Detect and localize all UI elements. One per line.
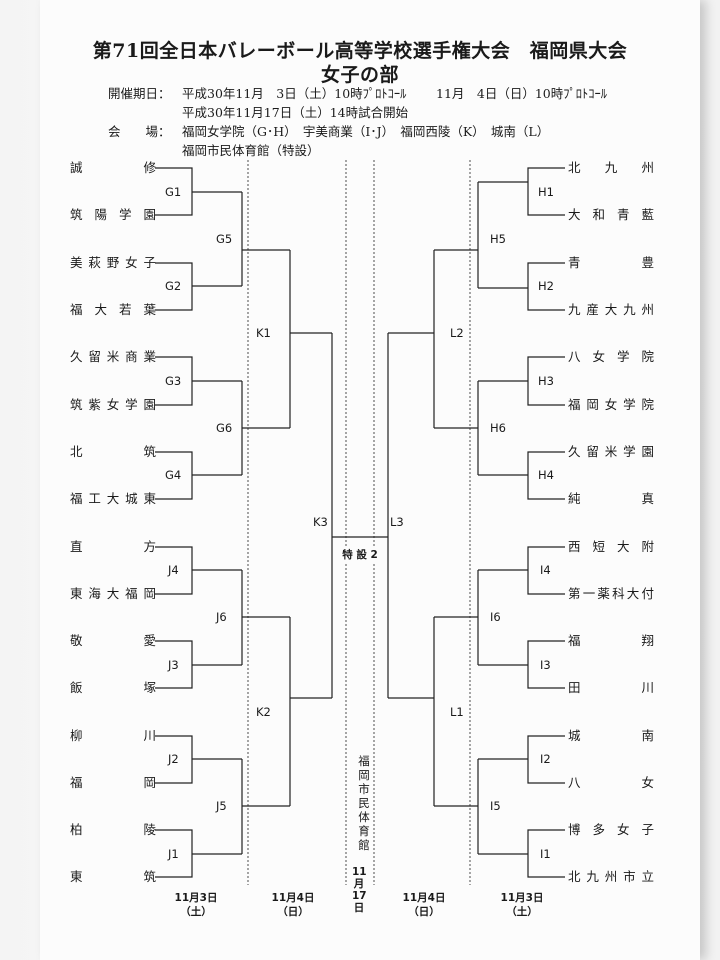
match-label: K3: [313, 515, 328, 529]
match-label: I6: [490, 610, 501, 624]
right-team-6: 福岡女学院: [568, 397, 654, 412]
bottom-date-1: 11月3日 （土）: [174, 892, 218, 918]
final-venue: 福岡市民体育館: [358, 754, 370, 852]
match-label: G3: [165, 374, 182, 388]
match-label: J6: [216, 610, 227, 624]
match-label: G4: [165, 468, 182, 482]
bottom-date-2: 11月4日 （日）: [271, 892, 315, 918]
match-label: I2: [540, 752, 551, 766]
match-label: I5: [490, 799, 501, 813]
left-team-3: 美萩野女子: [70, 255, 156, 270]
match-label: I1: [540, 847, 551, 861]
left-team-2: 筑陽学園: [70, 207, 156, 222]
left-team-5: 久留米商業: [70, 349, 156, 364]
right-team-8: 純真: [568, 491, 654, 506]
match-label: H4: [538, 468, 554, 482]
left-team-8: 福工大城東: [70, 491, 156, 506]
match-label: J3: [168, 658, 179, 672]
match-label: H5: [490, 232, 506, 246]
match-label: J4: [168, 563, 179, 577]
right-team-13: 城南: [568, 728, 654, 743]
left-team-16: 東筑: [70, 869, 156, 884]
right-team-3: 青豊: [568, 255, 654, 270]
right-team-2: 大和青藍: [568, 207, 654, 222]
match-label: L1: [450, 705, 464, 719]
left-team-12: 飯塚: [70, 680, 156, 695]
match-label: H2: [538, 279, 554, 293]
match-label: G2: [165, 279, 182, 293]
left-team-1: 誠修: [70, 160, 156, 175]
match-label: J2: [168, 752, 179, 766]
venue-line-1: 福岡女学院（G･H） 宇美商業（I･J） 福岡西陵（K） 城南（L）: [182, 124, 550, 139]
match-label: H6: [490, 421, 506, 435]
right-team-12: 田川: [568, 680, 654, 695]
right-team-16: 北九州市立: [568, 869, 654, 884]
bottom-date-4: 11月3日 （土）: [500, 892, 544, 918]
match-label: G5: [216, 232, 233, 246]
match-label: J1: [168, 847, 179, 861]
final-match-label: 特 設 2: [340, 547, 380, 562]
match-label: L2: [450, 326, 464, 340]
final-date: 11月17日: [352, 866, 367, 914]
match-label: G1: [165, 185, 182, 199]
left-team-4: 福大若葉: [70, 302, 156, 317]
left-team-6: 筑紫女学園: [70, 397, 156, 412]
match-label: G6: [216, 421, 233, 435]
venue-label: 会 場：: [108, 124, 171, 139]
date-line-3: 平成30年11月17日（土）14時試合開始: [182, 105, 409, 120]
left-team-13: 柳川: [70, 728, 156, 743]
right-team-4: 九産大九州: [568, 302, 654, 317]
right-team-11: 福翔: [568, 633, 654, 648]
right-team-14: 八女: [568, 775, 654, 790]
right-team-5: 八女学院: [568, 349, 654, 364]
left-team-15: 柏陵: [70, 822, 156, 837]
match-label: I4: [540, 563, 551, 577]
page-title: 第71回全日本バレーボール高等学校選手権大会 福岡県大会: [92, 40, 628, 62]
date-label: 開催期日：: [108, 86, 171, 101]
venue-line-2: 福岡市民体育館（特設）: [182, 143, 320, 158]
right-team-15: 博多女子: [568, 822, 654, 837]
date-line-2: 11月 4日（日）10時ﾌﾟﾛﾄｺｰﾙ: [436, 86, 608, 101]
left-team-11: 敬愛: [70, 633, 156, 648]
match-label: H3: [538, 374, 554, 388]
match-label: K1: [256, 326, 271, 340]
left-team-10: 東海大福岡: [70, 586, 156, 601]
match-label: J5: [216, 799, 227, 813]
right-team-10: 第一薬科大付: [568, 586, 654, 601]
paper-sheet: [40, 0, 700, 960]
left-team-9: 直方: [70, 539, 156, 554]
match-label: H1: [538, 185, 554, 199]
bottom-date-3: 11月4日 （日）: [402, 892, 446, 918]
match-label: I3: [540, 658, 551, 672]
page-subtitle: 女子の部: [320, 64, 399, 86]
match-label: L3: [390, 515, 404, 529]
right-team-7: 久留米学園: [568, 444, 654, 459]
left-team-7: 北筑: [70, 444, 156, 459]
match-label: K2: [256, 705, 271, 719]
right-team-9: 西短大附: [568, 539, 654, 554]
right-team-1: 北九州: [568, 160, 654, 175]
date-line-1: 平成30年11月 3日（土）10時ﾌﾟﾛﾄｺｰﾙ: [182, 86, 407, 101]
left-team-14: 福岡: [70, 775, 156, 790]
